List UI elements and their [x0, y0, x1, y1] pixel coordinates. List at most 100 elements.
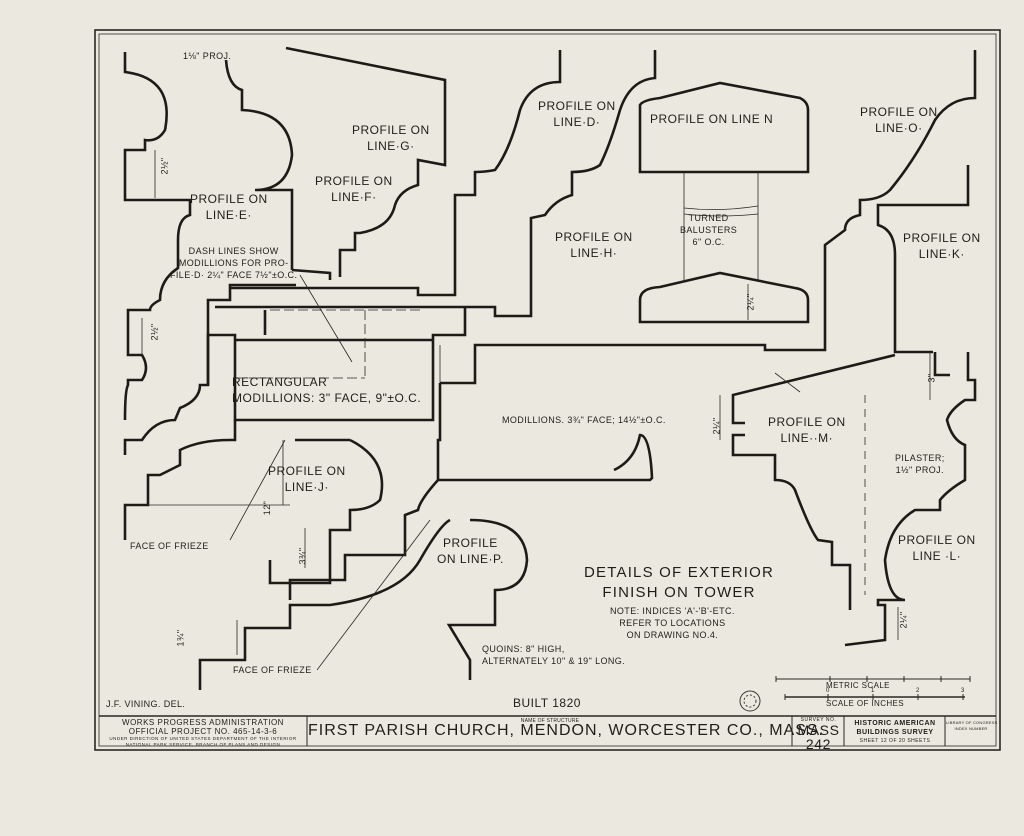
- profile-k-label: PROFILE ON LINE·K·: [903, 230, 981, 262]
- profile-n-base: [638, 271, 810, 324]
- profile-f-line2: LINE·F·: [331, 190, 377, 204]
- dash-note-line2: MODILLIONS FOR PRO-: [178, 258, 289, 268]
- habs-line1: HISTORIC AMERICAN: [854, 720, 936, 727]
- profile-k-line1: PROFILE ON: [903, 231, 981, 245]
- dimension-k: 3": [926, 373, 937, 383]
- profile-f-label: PROFILE ON LINE·F·: [315, 173, 393, 205]
- survey-number-block: SURVEY NO. MASS 242: [793, 717, 844, 751]
- seal-stamp-icon: [739, 690, 761, 712]
- modillions-note: MODILLIONS. 3¾" FACE; 14½"±O.C.: [502, 415, 666, 425]
- dimension-l: 2¼": [898, 611, 909, 629]
- dash-note-line3: FILE·D· 2¼" FACE 7½"±O.C.: [170, 270, 298, 280]
- drawing-title-line1: DETAILS OF EXTERIOR: [584, 564, 775, 581]
- drawing-note: NOTE: INDICES 'A'-'B'-ETC. REFER TO LOCA…: [610, 605, 735, 641]
- modillion-block-lower: [288, 383, 654, 600]
- drawing-title-line2: FINISH ON TOWER: [602, 584, 756, 601]
- dimension-j-3: 3¾": [297, 547, 308, 565]
- profile-p-outline: [446, 518, 529, 680]
- sheet-border: [94, 29, 1001, 751]
- profile-g-base: [291, 268, 332, 280]
- profile-d-line1: PROFILE ON: [538, 99, 616, 113]
- profile-j-label: PROFILE ON LINE·J·: [268, 463, 346, 495]
- profile-h-line1: PROFILE ON: [555, 230, 633, 244]
- metric-scale-label: METRIC SCALE: [826, 681, 890, 690]
- agency-line2: OFFICIAL PROJECT NO. 465-14-3-6: [128, 727, 278, 736]
- rect-modillions-line1: RECTANGULAR: [232, 375, 328, 389]
- profile-l-line1: PROFILE ON: [898, 533, 976, 547]
- profile-o-line2: LINE·O·: [875, 121, 923, 135]
- profile-h-line2: LINE·H·: [570, 246, 618, 260]
- profile-j-line1: PROFILE ON: [268, 464, 346, 478]
- profile-h-label: PROFILE ON LINE·H·: [555, 229, 633, 261]
- note-line1: NOTE: INDICES 'A'-'B'-ETC.: [610, 606, 735, 616]
- profile-e-lower: [123, 283, 296, 455]
- face-of-frieze-lower: FACE OF FRIEZE: [233, 665, 312, 675]
- projection-dimension-label: 1⅛" PROJ.: [183, 51, 232, 61]
- habs-line2: BUILDINGS SURVEY: [856, 729, 934, 736]
- profile-ogee-top: [224, 59, 294, 270]
- dash-note-line1: DASH LINES SHOW: [188, 246, 279, 256]
- delineator-credit: J.F. VINING. DEL.: [106, 699, 186, 709]
- profile-j-left: [123, 420, 237, 540]
- quoins-line1: QUOINS: 8" HIGH,: [482, 644, 565, 654]
- library-line1: LIBRARY OF CONGRESS: [946, 720, 998, 725]
- inch-tick-3: 3: [961, 688, 965, 694]
- dimension-lines: [141, 150, 931, 671]
- agency-line1: WORKS PROGRESS ADMINISTRATION: [122, 718, 284, 727]
- agency-small-line1: UNDER DIRECTION OF UNITED STATES DEPARTM…: [109, 736, 297, 741]
- profile-j-outline: [268, 438, 384, 585]
- inch-tick-2: 2: [916, 688, 920, 694]
- structure-name: FIRST PARISH CHURCH, MENDON, WORCESTER C…: [308, 722, 824, 739]
- habs-block: HISTORIC AMERICAN BUILDINGS SURVEY SHEET…: [845, 719, 945, 746]
- profile-lower-step: [198, 518, 451, 690]
- profile-o-label: PROFILE ON LINE·O·: [860, 104, 938, 136]
- profile-k-outline: [876, 165, 970, 354]
- agency-small-line2: NATIONAL PARK SERVICE, BRANCH OF PLANS A…: [125, 741, 281, 747]
- profile-f-line1: PROFILE ON: [315, 174, 393, 188]
- profile-p-line1: PROFILE: [442, 536, 498, 550]
- profile-p-label: PROFILE ON LINE·P.: [437, 535, 504, 567]
- profile-m-line2: LINE··M·: [780, 431, 834, 445]
- profile-p-line2: ON LINE·P.: [437, 552, 504, 566]
- survey-number-state: MASS: [797, 722, 840, 738]
- profile-d-line2: LINE·D·: [553, 115, 601, 129]
- dimension-e-upper: 2½": [159, 157, 170, 175]
- profile-g-label: PROFILE ON LINE·G·: [352, 122, 430, 154]
- face-of-frieze-upper: FACE OF FRIEZE: [130, 541, 209, 551]
- modillion-block-mid: [235, 310, 433, 342]
- scale-bars: [775, 676, 971, 700]
- inch-tick-0: 0: [826, 688, 830, 694]
- profile-j-line2: LINE·J·: [284, 480, 329, 494]
- dimension-e-lower: 2½": [149, 323, 160, 341]
- modillion-block-upper: [206, 307, 467, 422]
- title-block-agency: WORKS PROGRESS ADMINISTRATION OFFICIAL P…: [100, 718, 306, 747]
- dimension-n: 2¼": [745, 293, 756, 311]
- sheet-number: SHEET 12 OF 20 SHEETS: [859, 738, 931, 744]
- balusters-line2: BALUSTERS: [680, 225, 738, 235]
- profile-g-line2: LINE·G·: [367, 139, 415, 153]
- profile-lines: [123, 46, 977, 690]
- profile-m-outline: [844, 352, 977, 647]
- library-line2: INDEX NUMBER: [954, 726, 988, 731]
- note-line2: REFER TO LOCATIONS: [619, 618, 726, 628]
- profile-e-line1: PROFILE ON: [190, 192, 268, 206]
- dimension-m: 2¼": [711, 417, 722, 435]
- note-line3: ON DRAWING NO.4.: [626, 630, 719, 640]
- drawing-title: DETAILS OF EXTERIOR FINISH ON TOWER: [584, 563, 774, 603]
- rect-modillions-line2: MODILLIONS: 3" FACE, 9"±O.C.: [232, 391, 422, 405]
- profile-n-label: PROFILE ON LINE N: [650, 112, 774, 126]
- turned-balusters-note: TURNED BALUSTERS 6" O.C.: [680, 212, 737, 248]
- profile-e-line2: LINE·E·: [205, 208, 252, 222]
- dimension-1-3-4: 1¾": [175, 629, 186, 647]
- inch-tick-1: 1: [871, 688, 875, 694]
- quoins-line2: ALTERNATELY 10" & 19" LONG.: [482, 656, 626, 666]
- profile-k-line2: LINE·K·: [918, 247, 965, 261]
- pilaster-line2: 1½" PROJ.: [895, 465, 944, 475]
- profile-m-line1: PROFILE ON: [768, 415, 846, 429]
- profile-o-line1: PROFILE ON: [860, 105, 938, 119]
- pilaster-note: PILASTER; 1½" PROJ.: [895, 452, 945, 476]
- survey-number-label: SURVEY NO.: [800, 717, 837, 723]
- pilaster-line1: PILASTER;: [895, 453, 945, 463]
- quoins-note: QUOINS: 8" HIGH, ALTERNATELY 10" & 19" L…: [482, 643, 625, 667]
- inch-scale-label: SCALE OF INCHES: [826, 699, 905, 708]
